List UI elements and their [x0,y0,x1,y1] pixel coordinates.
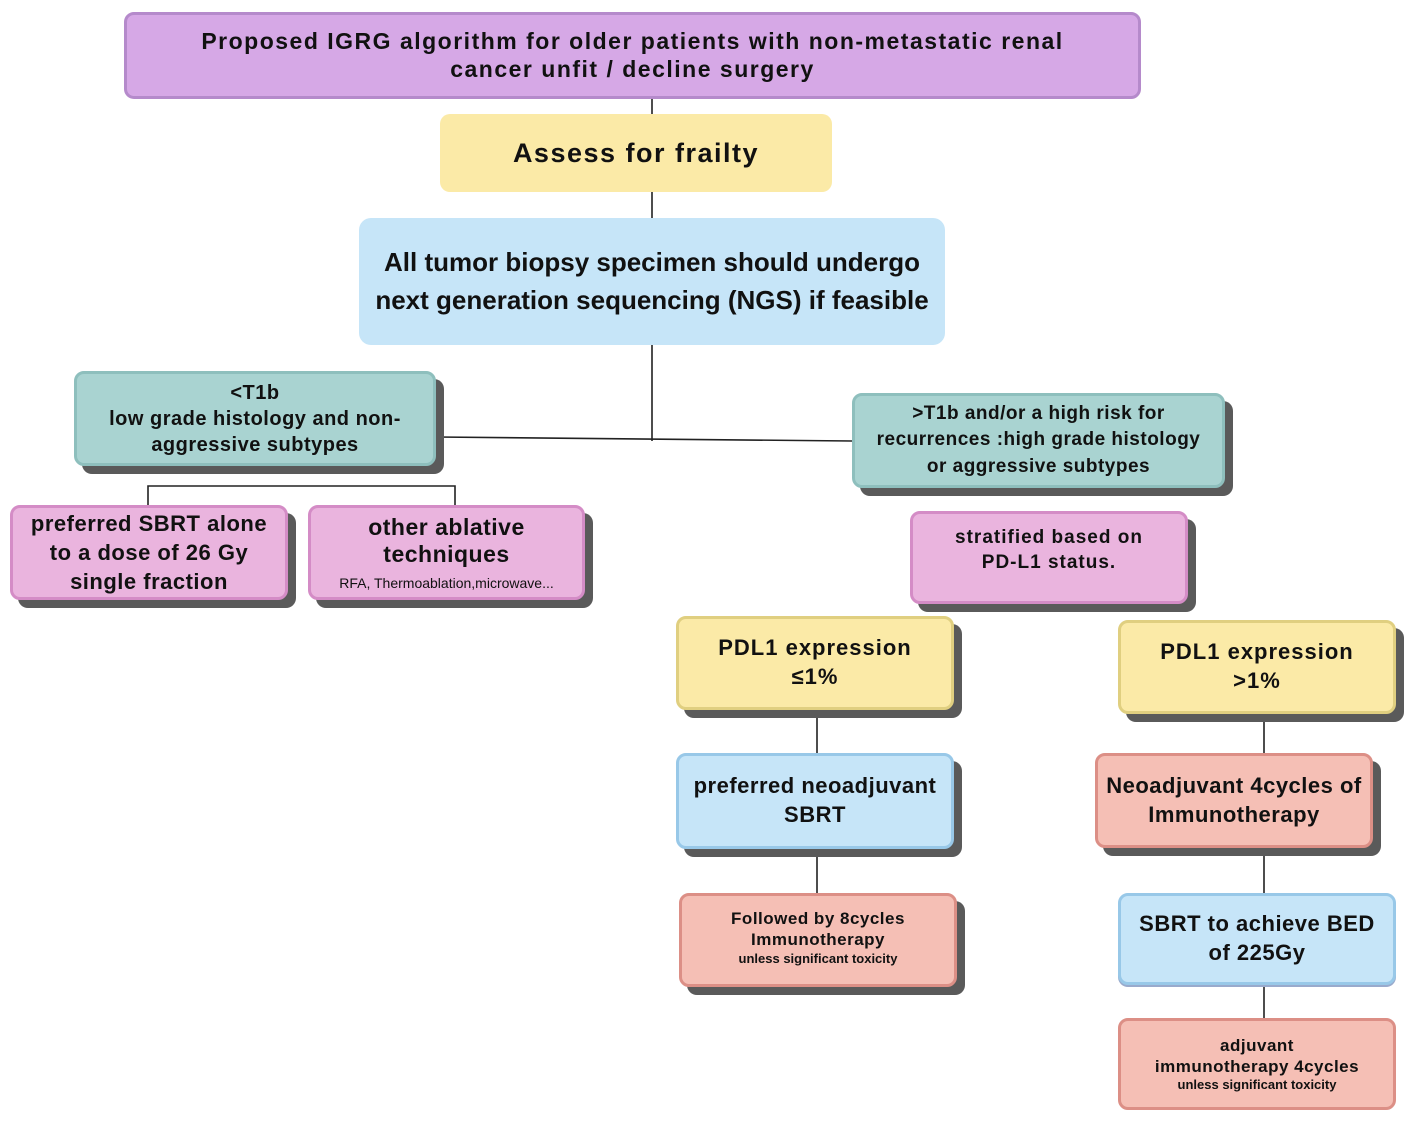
ngs-box: All tumor biopsy specimen should undergo… [359,218,945,345]
pdl1-low-box: PDL1 expression ≤1% [676,616,954,710]
adjuvant-immunotherapy-box: adjuvant immunotherapy 4cycles unless si… [1118,1018,1396,1110]
assess-frailty-box: Assess for frailty [440,114,832,192]
low-risk-heading: <T1b [230,381,280,404]
followed-immunotherapy-text: Followed by 8cycles Immunotherapy [731,909,905,950]
connector-split-horizontal [435,436,853,442]
ablative-box: other ablative techniques RFA, Thermoabl… [308,505,585,600]
neoadjuvant-immunotherapy-text: Neoadjuvant 4cycles of Immunotherapy [1106,772,1362,827]
title-box: Proposed IGRG algorithm for older patien… [124,12,1141,99]
neoadjuvant-sbrt-box: preferred neoadjuvant SBRT [676,753,954,849]
title-line-2: cancer unfit / decline surgery [450,55,815,82]
high-risk-text: >T1b and/or a high risk for recurrences … [876,403,1201,477]
followed-immunotherapy-note: unless significant toxicity [738,950,898,966]
sbrt-bed-box: SBRT to achieve BED of 225Gy [1118,893,1396,985]
pdl1-high-value: >1% [1233,668,1281,693]
pdl1-low-label: PDL1 expression [718,635,912,661]
sbrt-alone-text: preferred SBRT alone to a dose of 26 Gy … [30,510,268,595]
assess-frailty-text: Assess for frailty [512,137,760,168]
stratified-box: stratified based on PD-L1 status. [910,511,1188,604]
sbrt-bed-text: SBRT to achieve BED of 225Gy [1139,911,1375,965]
title-line-1: Proposed IGRG algorithm for older patien… [201,27,1064,54]
ablative-text: other ablative techniques [368,513,525,568]
connector-left-children [147,485,456,505]
high-risk-box: >T1b and/or a high risk for recurrences … [852,393,1225,488]
pdl1-high-label: PDL1 expression [1160,639,1354,665]
stratified-text: stratified based on PD-L1 status. [955,527,1143,573]
neoadjuvant-sbrt-text: preferred neoadjuvant SBRT [693,773,937,827]
neoadjuvant-immunotherapy-box: Neoadjuvant 4cycles of Immunotherapy [1095,753,1373,848]
ablative-examples: RFA, Thermoablation,microwave... [339,574,554,591]
pdl1-low-value: ≤1% [791,664,839,689]
sbrt-alone-box: preferred SBRT alone to a dose of 26 Gy … [10,505,288,600]
low-risk-box: <T1b low grade histology and non-aggress… [74,371,436,466]
ngs-text: All tumor biopsy specimen should undergo… [375,246,929,315]
followed-immunotherapy-box: Followed by 8cycles Immunotherapy unless… [679,893,957,987]
low-risk-text: low grade histology and non-aggressive s… [109,407,401,456]
pdl1-high-box: PDL1 expression >1% [1118,620,1396,714]
adjuvant-immunotherapy-note: unless significant toxicity [1177,1077,1337,1093]
adjuvant-immunotherapy-text: adjuvant immunotherapy 4cycles [1154,1035,1360,1076]
